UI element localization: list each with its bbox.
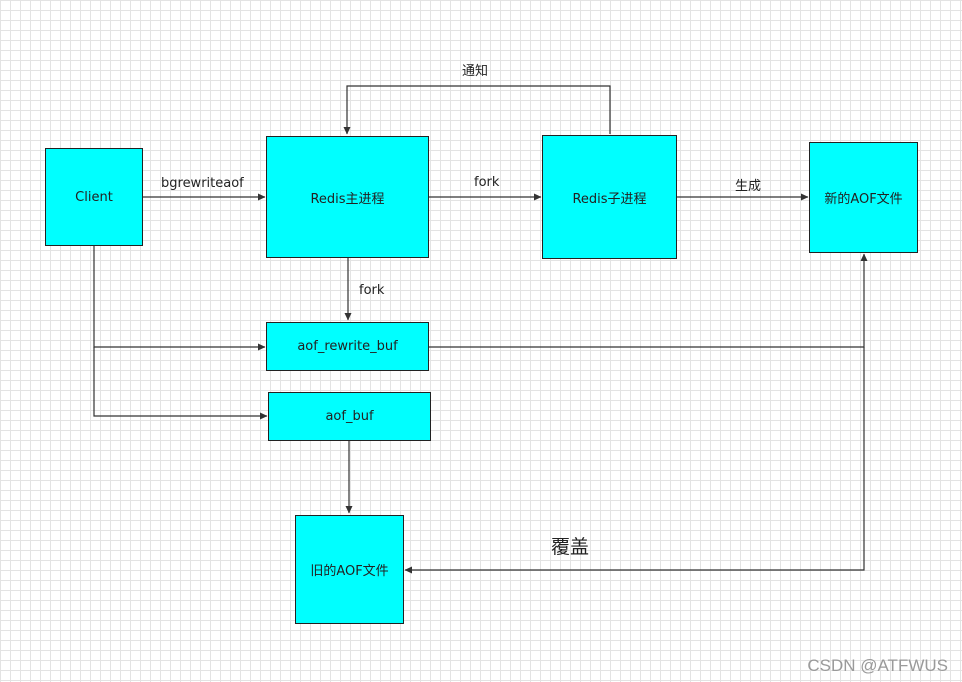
edge-label-overwrite: 覆盖 — [551, 536, 590, 558]
edge-client-to-aof-buf — [93, 347, 268, 420]
edge-notify — [343, 85, 611, 135]
node-redis-main: Redis主进程 — [266, 136, 429, 258]
node-new-aof: 新的AOF文件 — [809, 142, 918, 253]
node-client: Client — [45, 148, 143, 246]
edge-label-generate: 生成 — [735, 179, 762, 194]
node-redis-child: Redis子进程 — [542, 135, 677, 259]
edge-client-to-rewrite-buf — [93, 246, 266, 351]
node-old-aof: 旧的AOF文件 — [295, 515, 404, 624]
edge-rewrite-buf-to-new-aof — [429, 253, 868, 348]
edge-label-fork-buf: fork — [359, 283, 385, 298]
edge-label-notify: 通知 — [462, 64, 489, 79]
edge-label-fork-child: fork — [474, 175, 500, 190]
node-aof-buf: aof_buf — [268, 392, 431, 441]
edge-label-bgrewriteaof: bgrewriteaof — [161, 176, 244, 191]
watermark: CSDN @ATFWUS — [807, 656, 948, 675]
node-aof-rewrite-buf: aof_rewrite_buf — [266, 322, 429, 371]
edge-overwrite — [404, 347, 865, 574]
